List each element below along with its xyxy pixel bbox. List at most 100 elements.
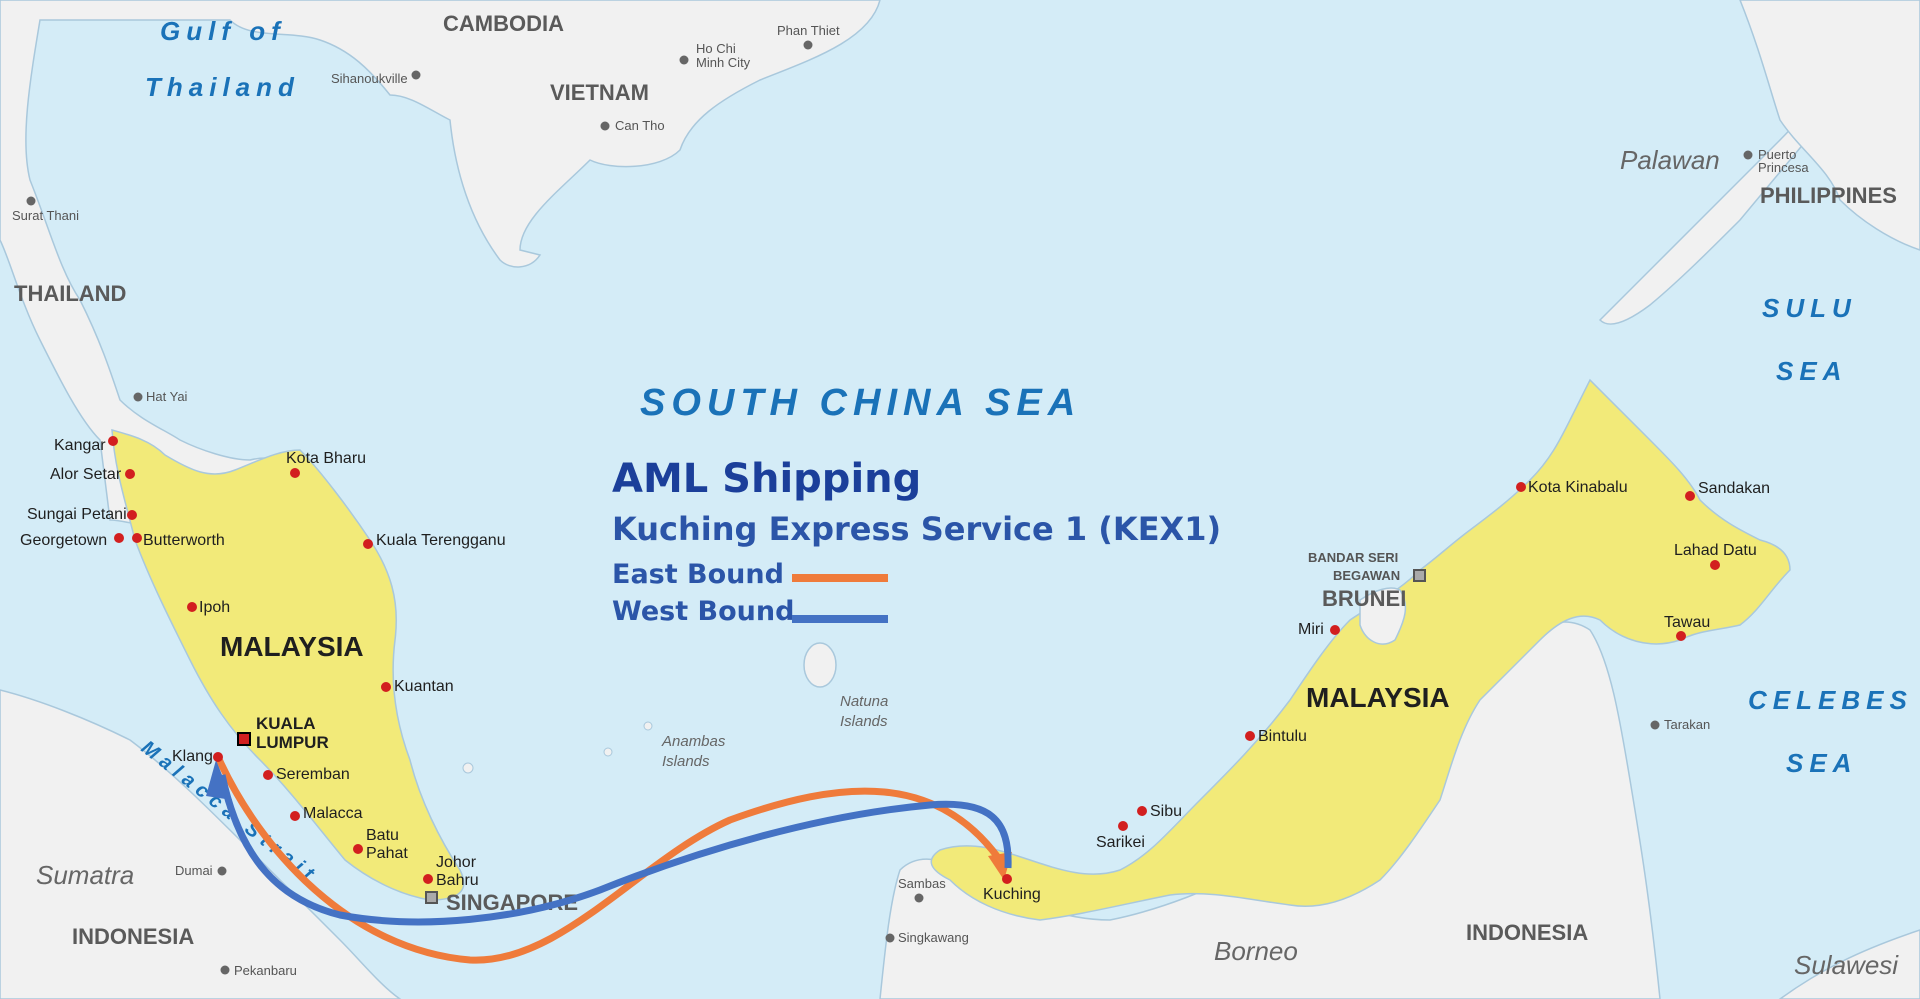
anambas-island-2 — [603, 747, 613, 757]
pekanbaru-label: Pekanbaru — [234, 963, 297, 978]
johor-bahru-label-2: Bahru — [436, 872, 479, 889]
vietnam-label: VIETNAM — [550, 80, 649, 105]
sungai-petani-label: Sungai Petani — [27, 506, 127, 523]
kota-kinabalu-label: Kota Kinabalu — [1528, 479, 1628, 496]
phan-thiet-dot — [803, 40, 813, 50]
grey-city-markers — [26, 40, 1753, 975]
kuching-dot — [1002, 874, 1012, 884]
puerto-princesa-label-1: Puerto — [1758, 147, 1796, 162]
celebes-sea-label-2: SEA — [1786, 748, 1857, 778]
kangar-label: Kangar — [54, 437, 106, 454]
ipoh-label: Ipoh — [199, 599, 230, 616]
phan-thiet-label: Phan Thiet — [777, 23, 840, 38]
sihanoukville-dot — [411, 70, 421, 80]
surat-thani-label: Surat Thani — [12, 208, 79, 223]
sulu-sea-label-2: SEA — [1776, 356, 1847, 386]
seremban-label: Seremban — [276, 766, 350, 783]
cambodia-label: CAMBODIA — [443, 11, 564, 36]
singkawang-label: Singkawang — [898, 930, 969, 945]
legend-west-bound-label: West Bound — [612, 596, 794, 627]
kota-bharu-dot — [290, 468, 300, 478]
island-dot — [462, 762, 474, 774]
sambas-dot — [914, 893, 924, 903]
malaysia-east-label: MALAYSIA — [1306, 682, 1450, 713]
anambas-label-1: Anambas — [661, 733, 726, 750]
kuala-terengganu-dot — [363, 539, 373, 549]
kuala-lumpur-label-1: KUALA — [256, 714, 316, 733]
legend-subtitle: Kuching Express Service 1 (KEX1) — [612, 510, 1221, 548]
kota-kinabalu-dot — [1516, 482, 1526, 492]
sumatra-label: Sumatra — [36, 860, 134, 890]
kuantan-label: Kuantan — [394, 678, 454, 695]
hat-yai-dot — [133, 392, 143, 402]
bintulu-label: Bintulu — [1258, 728, 1307, 745]
surat-thani-dot — [26, 196, 36, 206]
batu-pahat-label-1: Batu — [366, 827, 399, 844]
butterworth-label: Butterworth — [143, 532, 225, 549]
puerto-princesa-dot — [1743, 150, 1753, 160]
natuna-label-2: Islands — [840, 713, 888, 730]
east-malaysia-land — [930, 378, 1791, 921]
indonesia-east-label: INDONESIA — [1466, 920, 1588, 945]
lahad-datu-dot — [1710, 560, 1720, 570]
legend-east-bound-label: East Bound — [612, 559, 784, 590]
johor-bahru-label-1: Johor — [436, 854, 477, 871]
dumai-label: Dumai — [175, 863, 213, 878]
borneo-label: Borneo — [1214, 936, 1298, 966]
sarikei-label: Sarikei — [1096, 834, 1145, 851]
thailand-label: THAILAND — [14, 281, 126, 306]
hat-yai-label: Hat Yai — [146, 389, 188, 404]
puerto-princesa-label-2: Princesa — [1758, 160, 1809, 175]
ipoh-dot — [187, 602, 197, 612]
klang-dot — [213, 752, 223, 762]
bandar-seri-begawan-label-1: BANDAR SERI — [1308, 550, 1398, 565]
ho-chi-minh-label-2: Minh City — [696, 55, 751, 70]
singapore-marker — [425, 891, 438, 904]
klang-label: Klang — [172, 748, 213, 765]
alor-setar-dot — [125, 469, 135, 479]
philippines-land — [1739, 0, 1920, 251]
seremban-dot — [263, 770, 273, 780]
brunei-land — [1359, 587, 1407, 645]
brunei-label: BRUNEI — [1322, 586, 1406, 611]
west-bound-arrowhead — [206, 760, 232, 800]
sungai-petani-dot — [127, 510, 137, 520]
kuching-label: Kuching — [983, 886, 1041, 903]
sibu-label: Sibu — [1150, 803, 1182, 820]
johor-bahru-dot — [423, 874, 433, 884]
tawau-dot — [1676, 631, 1686, 641]
sandakan-dot — [1685, 491, 1695, 501]
ho-chi-minh-dot — [679, 55, 689, 65]
bintulu-dot — [1245, 731, 1255, 741]
tarakan-label: Tarakan — [1664, 717, 1710, 732]
miri-dot — [1330, 625, 1340, 635]
bandar-seri-begawan-label-2: BEGAWAN — [1333, 568, 1400, 583]
natuna-label-1: Natuna — [840, 693, 888, 710]
butterworth-dot — [132, 533, 142, 543]
georgetown-label: Georgetown — [20, 532, 107, 549]
kangar-dot — [108, 436, 118, 446]
malacca-label: Malacca — [303, 805, 363, 822]
west-bound-route — [218, 774, 1012, 926]
tarakan-dot — [1650, 720, 1660, 730]
ho-chi-minh-label-1: Ho Chi — [696, 41, 736, 56]
can-tho-dot — [600, 121, 610, 131]
celebes-sea-label-1: CELEBES — [1748, 685, 1913, 715]
sulu-sea-label-1: SULU — [1762, 293, 1857, 323]
anambas-label-2: Islands — [662, 753, 710, 770]
dumai-dot — [217, 866, 227, 876]
sihanoukville-label: Sihanoukville — [331, 71, 408, 86]
anambas-island — [643, 721, 653, 731]
sarikei-dot — [1118, 821, 1128, 831]
sambas-label: Sambas — [898, 876, 946, 891]
peninsular-malaysia-land — [111, 428, 465, 901]
east-bound-route — [214, 755, 1007, 964]
gulf-of-thailand-label-1: Gulf of — [160, 16, 286, 46]
pekanbaru-dot — [220, 965, 230, 975]
south-china-sea-label: SOUTH CHINA SEA — [640, 382, 1081, 424]
red-city-markers — [108, 436, 1720, 884]
sandakan-label: Sandakan — [1698, 480, 1770, 497]
kuala-lumpur-marker — [237, 732, 251, 746]
can-tho-label: Can Tho — [615, 118, 665, 133]
